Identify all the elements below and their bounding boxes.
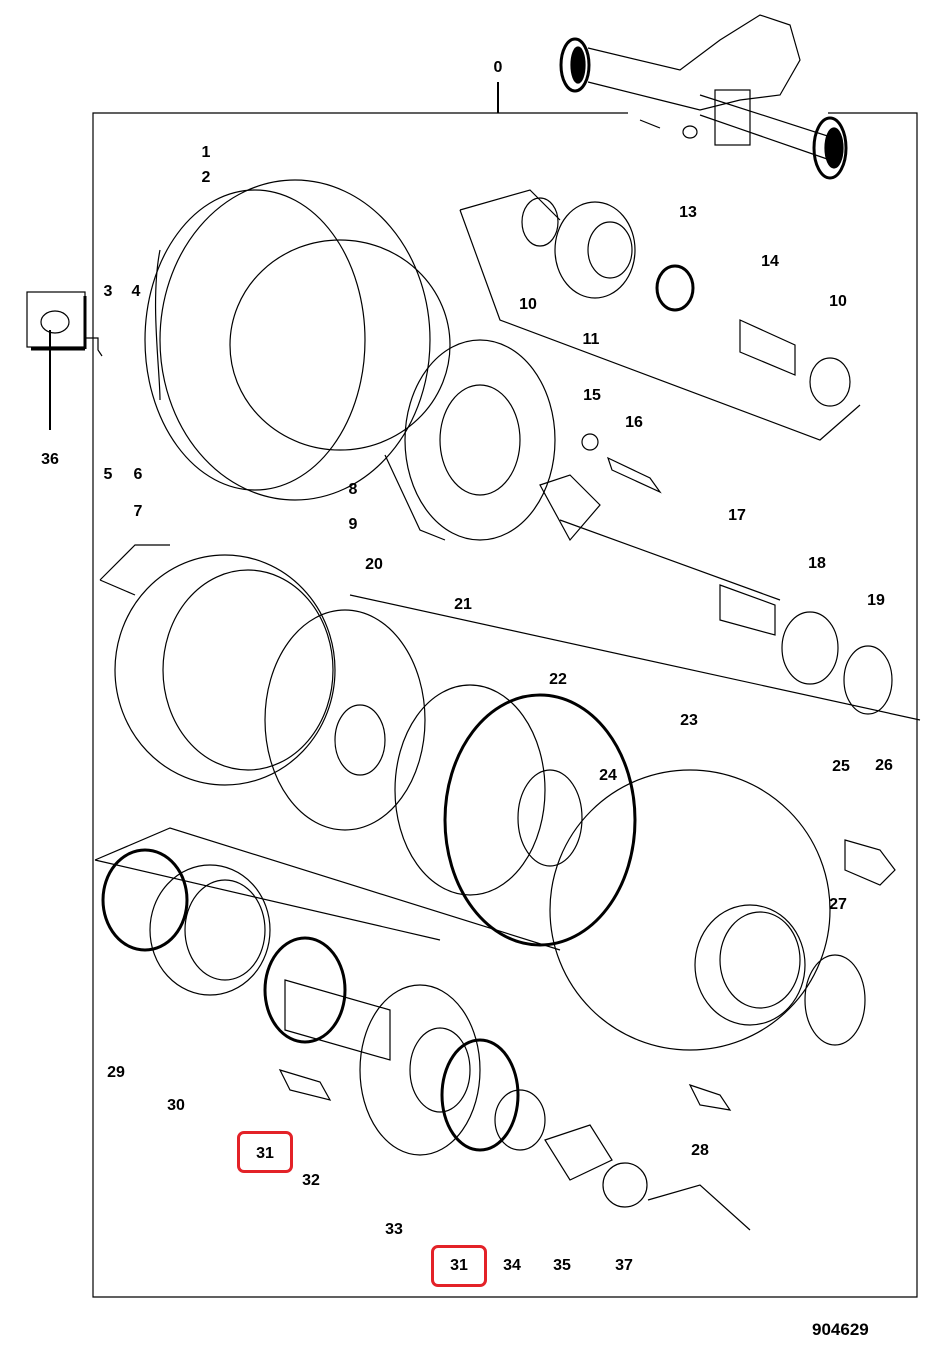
callout-31b[interactable]: 31 xyxy=(450,1257,468,1274)
callout-17[interactable]: 17 xyxy=(728,507,746,524)
axle-assembly-illustration xyxy=(559,14,848,180)
figure-number: 904629 xyxy=(812,1320,869,1339)
circlip-22-shape xyxy=(394,684,546,896)
callout-35[interactable]: 35 xyxy=(553,1257,571,1274)
bolt-32-shape xyxy=(278,1069,332,1101)
pin-shape xyxy=(739,319,796,376)
callout-30[interactable]: 30 xyxy=(167,1097,185,1114)
callout-19[interactable]: 19 xyxy=(867,592,885,609)
callout-1[interactable]: 1 xyxy=(201,144,211,161)
needle-bearing-shape xyxy=(655,264,695,312)
stub-axle-flange xyxy=(359,984,481,1156)
bearing-24-shape xyxy=(517,769,583,867)
callout-5[interactable]: 5 xyxy=(103,466,113,483)
callout-23[interactable]: 23 xyxy=(680,712,698,729)
planet-carrier-illustration xyxy=(384,339,556,541)
oring-23-shape xyxy=(443,693,637,947)
highlight-box-31a xyxy=(237,1131,293,1173)
callout-4[interactable]: 4 xyxy=(131,283,141,300)
circlip-37-shape xyxy=(602,1162,648,1208)
callout-13[interactable]: 13 xyxy=(679,204,697,221)
callout-22[interactable]: 22 xyxy=(549,671,567,688)
callout-7[interactable]: 7 xyxy=(133,503,143,520)
callout-15[interactable]: 15 xyxy=(583,387,601,404)
callout-20[interactable]: 20 xyxy=(365,556,383,573)
stud-26-shape xyxy=(844,839,896,886)
hub-cover-illustration xyxy=(144,179,451,501)
callout-11[interactable]: 11 xyxy=(582,331,600,348)
planet-gear-shape xyxy=(554,201,636,299)
seal-29-shape xyxy=(101,848,189,952)
callout-29[interactable]: 29 xyxy=(107,1064,125,1081)
callout-2[interactable]: 2 xyxy=(201,169,211,186)
callout-27[interactable]: 27 xyxy=(829,896,847,913)
callout-31a[interactable]: 31 xyxy=(256,1145,274,1162)
callout-18[interactable]: 18 xyxy=(808,555,826,572)
oring-31a-shape xyxy=(263,936,347,1044)
callout-3[interactable]: 3 xyxy=(103,283,113,300)
callout-21[interactable]: 21 xyxy=(454,596,472,613)
callout-36[interactable]: 36 xyxy=(41,451,59,468)
callout-8[interactable]: 8 xyxy=(348,481,358,498)
callout-6[interactable]: 6 xyxy=(133,466,143,483)
callout-37[interactable]: 37 xyxy=(615,1257,633,1274)
seal-carrier-30-shape xyxy=(149,864,271,996)
callout-33[interactable]: 33 xyxy=(385,1221,403,1238)
callout-32[interactable]: 32 xyxy=(302,1172,320,1189)
callout-10b[interactable]: 10 xyxy=(829,293,847,310)
callout-28[interactable]: 28 xyxy=(691,1142,709,1159)
frame-border xyxy=(92,112,918,1298)
inset-36-box xyxy=(26,291,86,348)
callout-25[interactable]: 25 xyxy=(832,758,850,775)
oring-31b-shape xyxy=(440,1038,520,1152)
callout-10a[interactable]: 10 xyxy=(519,296,537,313)
callout-14[interactable]: 14 xyxy=(761,253,779,270)
callout-0[interactable]: 0 xyxy=(493,59,503,76)
washer-10a-shape xyxy=(521,197,559,247)
callout-34[interactable]: 34 xyxy=(503,1257,521,1274)
callout-24[interactable]: 24 xyxy=(599,767,617,784)
callout-26[interactable]: 26 xyxy=(875,757,893,774)
bearing-27-shape xyxy=(804,954,866,1046)
bush-34-shape xyxy=(494,1089,546,1151)
callout-9[interactable]: 9 xyxy=(348,516,358,533)
highlight-box-31b xyxy=(431,1245,487,1287)
wheel-hub-shape xyxy=(549,769,831,1051)
coupling-35-shape xyxy=(544,1124,613,1181)
callout-16[interactable]: 16 xyxy=(625,414,643,431)
